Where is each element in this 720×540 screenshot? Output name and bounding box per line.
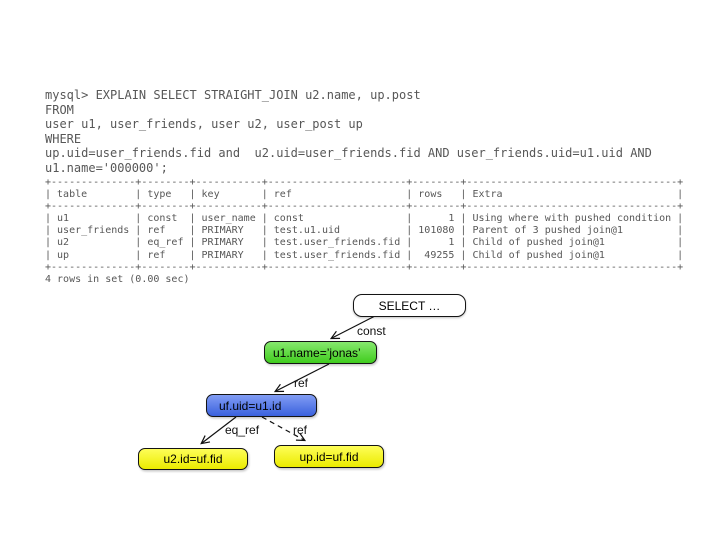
- node-uf-ref: uf.uid=u1.id: [206, 394, 317, 417]
- edge-label-ref-bottom: ref: [293, 423, 308, 437]
- edge-label-ref-top: ref: [294, 376, 309, 390]
- node-up-ref: up.id=uf.fid: [274, 445, 384, 468]
- node-select: SELECT …: [353, 294, 466, 317]
- edge-label-const: const: [357, 324, 386, 338]
- node-up-ref-label: up.id=uf.fid: [299, 449, 359, 464]
- node-u1-const: u1.name=’jonas’: [264, 341, 377, 364]
- query-text: mysql> EXPLAIN SELECT STRAIGHT_JOIN u2.n…: [45, 88, 652, 175]
- status-line: 4 rows in set (0.00 sec): [45, 274, 190, 285]
- node-select-label: SELECT …: [378, 298, 441, 313]
- result-table: +--------------+--------+-----------+---…: [45, 177, 684, 273]
- node-u1-const-label: u1.name=’jonas’: [273, 345, 361, 360]
- node-u2-eqref-label: u2.id=uf.fid: [163, 452, 223, 466]
- node-u2-eqref: u2.id=uf.fid: [138, 448, 248, 470]
- node-uf-ref-label: uf.uid=u1.id: [219, 398, 282, 413]
- edge-label-eq-ref: eq_ref: [225, 423, 260, 437]
